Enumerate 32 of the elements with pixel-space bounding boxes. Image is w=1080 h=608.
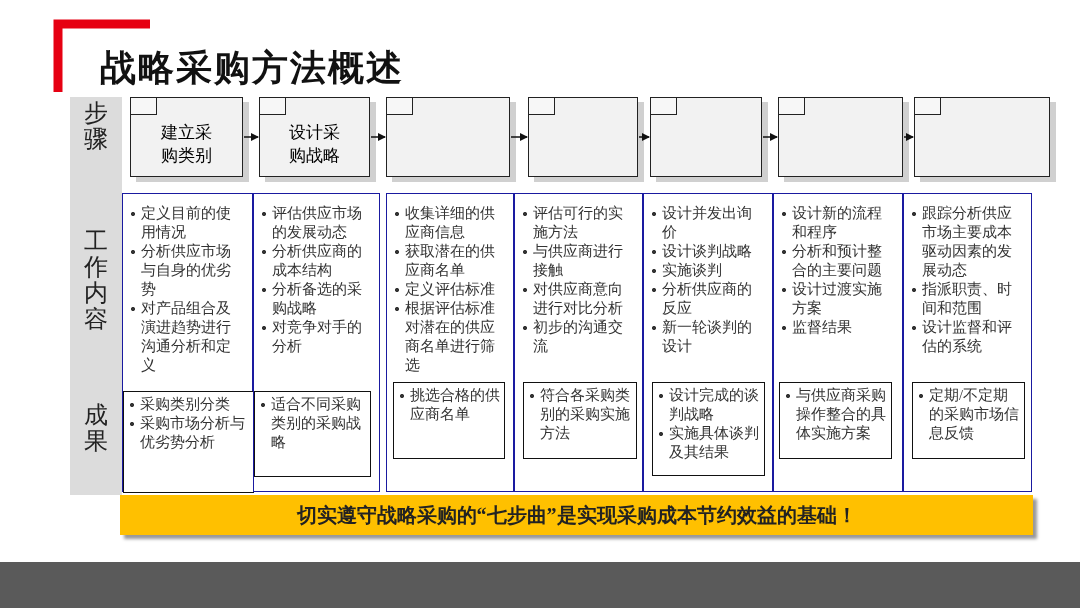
arrow xyxy=(762,133,778,141)
bullet-item: 与供应商采购操作整合的具体实施方案 xyxy=(784,386,889,443)
bullet-item: 分析备选的采购战略 xyxy=(260,280,365,318)
row-label: 步骤 xyxy=(83,100,109,152)
bullet-item: 挑选合格的供应商名单 xyxy=(398,386,502,424)
step-label: 建立采购类别 xyxy=(160,122,213,167)
title-text: 战略采购方法概述 xyxy=(100,46,404,90)
column-panel xyxy=(253,193,380,492)
arrow xyxy=(243,133,259,141)
arrow xyxy=(510,133,528,141)
column-panel xyxy=(643,193,773,492)
bullet-item: 设计完成的谈判战略 xyxy=(657,386,762,424)
column-panel xyxy=(903,193,1032,492)
column-panel xyxy=(773,193,903,492)
result-box xyxy=(652,382,765,476)
result-box xyxy=(123,391,254,493)
bullet-item: 定期/不定期的采购市场信息反馈 xyxy=(917,386,1022,443)
column-panel xyxy=(386,193,514,492)
arrow xyxy=(638,133,650,141)
column-panel xyxy=(122,193,253,492)
arrow xyxy=(903,133,914,141)
footer-banner: 切实遵守战略采购的“七步曲”是实现采购成本节约效益的基础！ xyxy=(120,495,1033,535)
result-box xyxy=(779,382,892,459)
column-panel xyxy=(514,193,643,492)
arrow xyxy=(370,133,386,141)
result-box xyxy=(254,391,371,477)
row-label: 成果 xyxy=(83,402,109,454)
result-box xyxy=(393,382,505,459)
row-label: 工作内容 xyxy=(83,228,109,332)
step-label: 设计采购战略 xyxy=(288,122,341,167)
result-box xyxy=(912,382,1025,459)
result-box xyxy=(523,382,637,459)
